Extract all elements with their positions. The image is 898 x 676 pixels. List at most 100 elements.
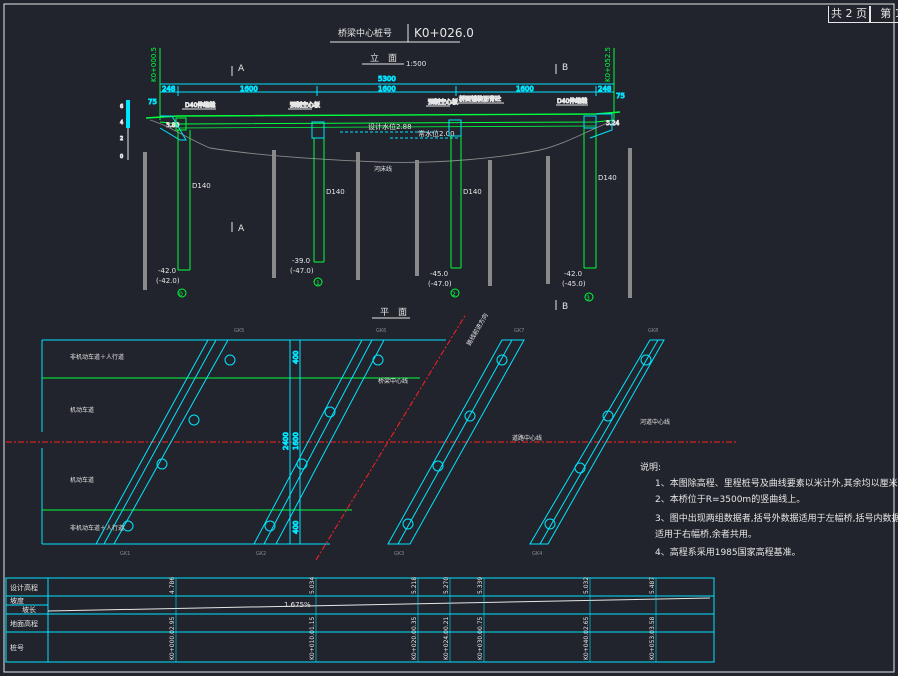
end-right-dim: 248 [598,85,611,93]
plan-width-top: 400 [292,351,300,364]
profile-table [5,577,715,663]
end-left-dim: 248 [162,85,175,93]
design-water-label: 设计水位2.88 [368,122,412,131]
elevation-view-title: 立 面 [370,52,397,64]
scour-label: 河床线 [374,165,392,173]
design-elevation-value: 4.786 [169,577,176,594]
gk5: GK5 [234,328,244,334]
gk2: GK2 [256,551,266,557]
normal-water-label: 常水位2.00 [418,129,455,138]
pile-3-no: 3 [586,295,590,302]
right-station-text: K0+052.5 [604,47,612,82]
road-center-label: 道路中心线 [512,434,542,442]
elevation-title-block: 桥梁中心桩号 K0+026.0 立 面 1:500 [330,24,474,68]
section-mark-b-top: B [562,63,568,73]
lane-label-1: 非机动车道＋人行道 [70,353,124,361]
pile-3-diameter: D140 [598,174,617,182]
pile-2-diameter: D140 [463,188,482,196]
section-mark-a-bottom: A [238,224,245,234]
gk7: GK7 [514,328,524,334]
row-slope-length: 坡长 [22,605,36,614]
profile-columns: 4.7862.95K0+000.05.0341.15K0+010.05.2180… [169,577,657,662]
ground-elevation-value: 3.58 [649,616,656,630]
water-levels: 设计水位2.88 常水位2.00 河床线 [340,122,460,173]
river-centerline [315,313,467,561]
pile-1 [311,121,325,287]
pile-2-bottom: -45.0 [430,270,448,278]
skew-label: 路线前进方向 [465,312,490,347]
pile-2 [448,119,462,298]
pile-0-diameter: D140 [192,182,211,190]
ground-elevation-value: 0.21 [443,616,450,630]
gk6: GK6 [376,328,386,334]
plan-width-total: 2400 [282,432,290,450]
bridge-center-label: 桥梁中心线 [378,377,408,385]
gk1: GK1 [120,551,130,557]
pile-1-bottom: -39.0 [292,257,310,265]
station-value: K0+030.0 [477,630,484,660]
station-value: K0+040.0 [583,630,590,660]
right-elev-label: 3.24 [606,120,620,127]
notes-heading: 说明: [640,461,661,473]
left-station-flag: K0+000.5 [150,47,161,120]
note-2: 2、本桥位于R=3500m的竖曲线上。 [655,493,805,505]
station-value: K0+000.0 [169,630,176,660]
right-abutment [589,113,613,139]
pile-0 [175,117,191,298]
ground-elevation-value: 2.95 [169,616,176,630]
gk3: GK3 [394,551,404,557]
pile-3 [583,115,597,302]
ground-elevation-value: 1.15 [309,616,316,630]
pile-1-diameter: D140 [326,188,345,196]
deck-label-1: D40伸缩缝 [185,101,215,109]
deck-label-2: 预制空心板 [290,101,320,109]
row-design-elev: 设计高程 [10,583,38,592]
bridge-deck [145,111,621,129]
pile-1-no: 1 [316,280,320,287]
elevation-scale: 1:500 [406,60,426,68]
pile-labels: D140 D140 D140 D140 -42.0 (-42.0) 0 -39.… [156,174,617,302]
design-elevation-value: 5.034 [309,577,316,594]
note-3: 3、图中出现两组数据者,括号外数据适用于左幅桥,括号内数据 [655,512,898,524]
total-length: 5300 [378,75,396,83]
station-value: K0+024.0 [443,630,450,660]
span-2-dim: 1600 [378,85,396,93]
deck-label-5: D40伸缩缝 [557,97,587,105]
gk4: GK4 [532,551,542,557]
row-ground-elev: 地面高程 [10,619,38,628]
deck-label-3: 预制空心板 [428,98,458,106]
pile-2-bottom2: (-47.0) [428,280,452,288]
svg-text:2: 2 [120,136,123,142]
drawing-frame [3,3,895,673]
lane-label-2: 机动车道 [70,406,94,414]
notes: 说明: 1、本图除高程、里程桩号及曲线要素以米计外,其余均以厘米计。 2、本桥位… [640,461,898,558]
lane-label-3: 机动车道 [70,476,94,484]
river-label: 河道中心线 [640,418,670,426]
design-elevation-value: 5.270 [443,577,450,594]
section-mark-b-bottom: B [562,302,568,312]
svg-text:6: 6 [120,104,123,110]
plan-width-mid: 1600 [292,432,300,450]
pile-0-bottom2: (-42.0) [156,277,180,285]
pile-3-bottom2: (-45.0) [562,280,586,288]
left-elev-label: 3.80 [166,122,180,129]
deck-label-4: 桥面铺装沥青砼 [459,95,501,103]
note-4: 适用于右幅桥,余者共用。 [655,528,757,540]
section-mark-a-top: A [238,64,245,74]
design-elevation-value: 5.339 [477,577,484,594]
left-75-dim: 75 [148,98,157,106]
station-value: K0+020.0 [411,630,418,660]
station-value: K0+053.0 [649,630,656,660]
row-station: 桩号 [10,643,24,652]
ground-line [149,119,611,163]
right-75-dim: 75 [616,92,625,100]
center-station-value: K0+026.0 [414,26,474,40]
span-3-dim: 1600 [516,85,534,93]
deck-callouts: D40伸缩缝 预制空心板 预制空心板 桥面铺装沥青砼 D40伸缩缝 3.80 3… [166,95,621,130]
span-1-dim: 1600 [240,85,258,93]
plan-width-bottom: 400 [292,521,300,534]
pile-group [175,115,597,302]
left-abutment [159,115,187,141]
